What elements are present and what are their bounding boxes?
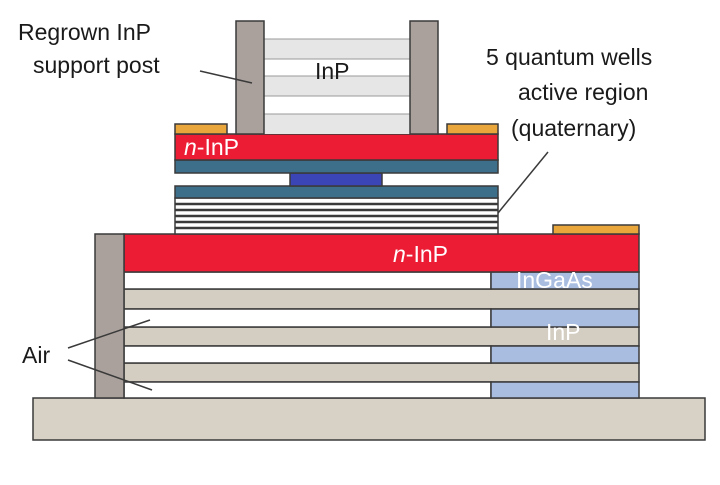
upper-spacer-layer: [174, 159, 499, 174]
air-gap: [123, 271, 492, 290]
inp-top-label: InP: [315, 58, 350, 84]
top-mirror-band: [264, 21, 410, 39]
lower-beige-layer: [123, 362, 640, 383]
lower-n-suffix: -InP: [406, 241, 448, 267]
leader-line-quantum-wells: [497, 151, 549, 214]
lower-n-inp-layer: [123, 233, 640, 273]
tunnel-junction: [289, 172, 383, 187]
regrown-label-line2: support post: [33, 52, 160, 78]
qw-label-line2: active region: [518, 79, 648, 105]
lower-n-inp-label: n-InP: [393, 241, 448, 267]
inp-remnant: [490, 381, 640, 399]
top-mirror-band: [264, 114, 410, 134]
active-cladding-layer: [174, 185, 499, 199]
top-mirror-band: [264, 96, 410, 114]
ingaas-label: InGaAs: [516, 267, 593, 293]
qw-label-line1: 5 quantum wells: [486, 44, 652, 70]
upper-n-suffix: -InP: [197, 134, 239, 160]
upper-contact-right: [446, 123, 499, 135]
substrate: [32, 397, 706, 441]
lower-contact: [552, 224, 640, 235]
lower-support-post: [94, 233, 125, 399]
regrown-label-line1: Regrown InP: [18, 19, 151, 45]
leader-line-air-1: [67, 319, 151, 349]
air-gap: [123, 308, 492, 328]
leader-line-air-2: [67, 359, 153, 391]
top-mirror-band: [264, 39, 410, 59]
air-gap: [123, 381, 492, 399]
top-mirror-band: [264, 59, 410, 76]
top-mirror-band: [264, 76, 410, 96]
air-gap: [123, 345, 492, 364]
regrown-post-left: [235, 20, 265, 135]
upper-n-inp-label: n-InP: [184, 134, 239, 160]
inp-remnant: [490, 345, 640, 364]
lower-n-prefix: n: [393, 241, 406, 267]
regrown-post-right: [409, 20, 439, 135]
upper-contact-left: [174, 123, 228, 135]
upper-n-prefix: n: [184, 134, 197, 160]
inp-right-label: InP: [546, 319, 581, 345]
leader-line-support-post: [199, 70, 253, 84]
qw-label-line3: (quaternary): [511, 115, 636, 141]
inp-remnant: [490, 308, 640, 328]
air-label: Air: [22, 342, 50, 368]
